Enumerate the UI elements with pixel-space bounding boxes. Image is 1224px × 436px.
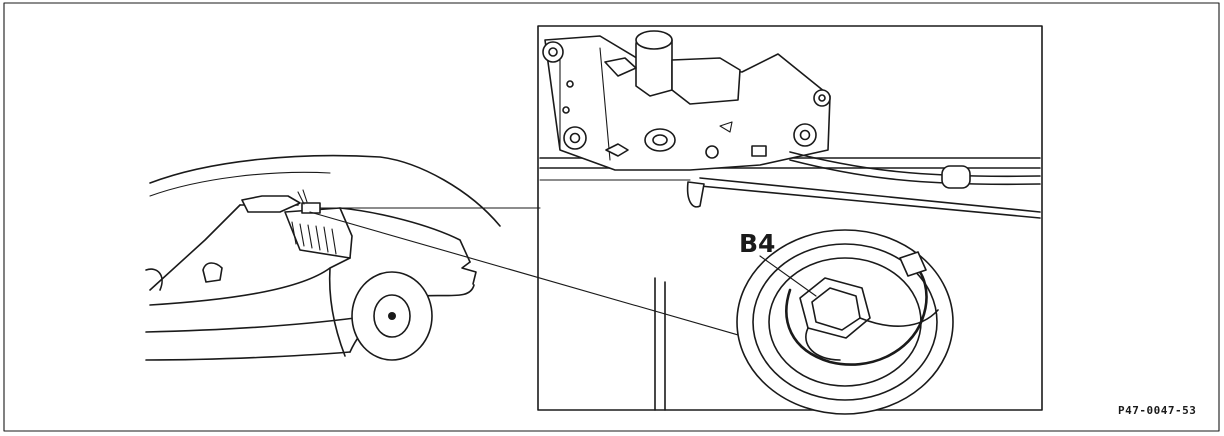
cable-clamp: [941, 165, 971, 189]
wheel-center: [388, 312, 396, 320]
plate-hole-lower: [705, 145, 719, 159]
rear-bumper: [461, 261, 477, 285]
storage-compartment: [284, 207, 353, 259]
antenna-mini: [297, 189, 308, 205]
side-mirror: [202, 262, 223, 283]
detail-view: B4: [537, 25, 1043, 415]
outer-frame: [3, 2, 1220, 432]
windshield-frame: [149, 204, 241, 291]
plate-small-cutout: [719, 121, 733, 133]
actuator-rod-lower: [699, 185, 1041, 219]
car-roof-line: [149, 154, 501, 227]
cable-lower: [789, 159, 1041, 186]
b4-wiring-harness: [785, 260, 928, 366]
compartment-latch-mini: [301, 202, 321, 214]
mounting-bolt-bottom-right: [793, 123, 817, 147]
cable-upper: [789, 151, 1041, 178]
compartment-ribs: [291, 221, 337, 255]
mounting-bolt-bottom-left: [563, 126, 587, 150]
actuator-rod-upper: [699, 177, 1041, 213]
detail-frame: [537, 25, 1043, 411]
figure-reference-code: P47-0047-53: [1118, 404, 1196, 417]
rod-end: [686, 181, 705, 208]
leader-line-lower: [309, 211, 781, 348]
plate-oval-hole: [644, 128, 676, 152]
plate-square-hole: [751, 145, 767, 157]
vertical-member: [654, 277, 666, 411]
b4-bracket: [859, 309, 939, 327]
body-side-crease: [145, 317, 356, 333]
body-beltline: [149, 257, 351, 306]
latch-body: [671, 57, 741, 105]
b4-callout-label: B4: [739, 229, 775, 258]
door-seam: [328, 267, 346, 357]
wheel-hub: [373, 294, 411, 338]
mounting-bolt-top-left: [542, 41, 564, 63]
plate-bend-lines: [559, 47, 611, 161]
latch-tab: [604, 57, 637, 77]
roll-bar: [241, 195, 301, 213]
mounting-bolt-right: [813, 89, 831, 107]
car-overview: [145, 154, 501, 361]
front-wheel-hint: [145, 268, 163, 291]
plate-slot-left: [605, 143, 629, 157]
car-roof-inner-line: [149, 171, 331, 197]
body-rocker: [145, 351, 351, 361]
b4-connector: [899, 251, 927, 277]
spare-wheel-rim: [752, 243, 938, 401]
rear-deck: [339, 207, 471, 263]
b4-bracket-lower: [805, 327, 841, 361]
b4-callout-leader: [759, 255, 817, 297]
latch-cylinder-top: [635, 30, 673, 50]
